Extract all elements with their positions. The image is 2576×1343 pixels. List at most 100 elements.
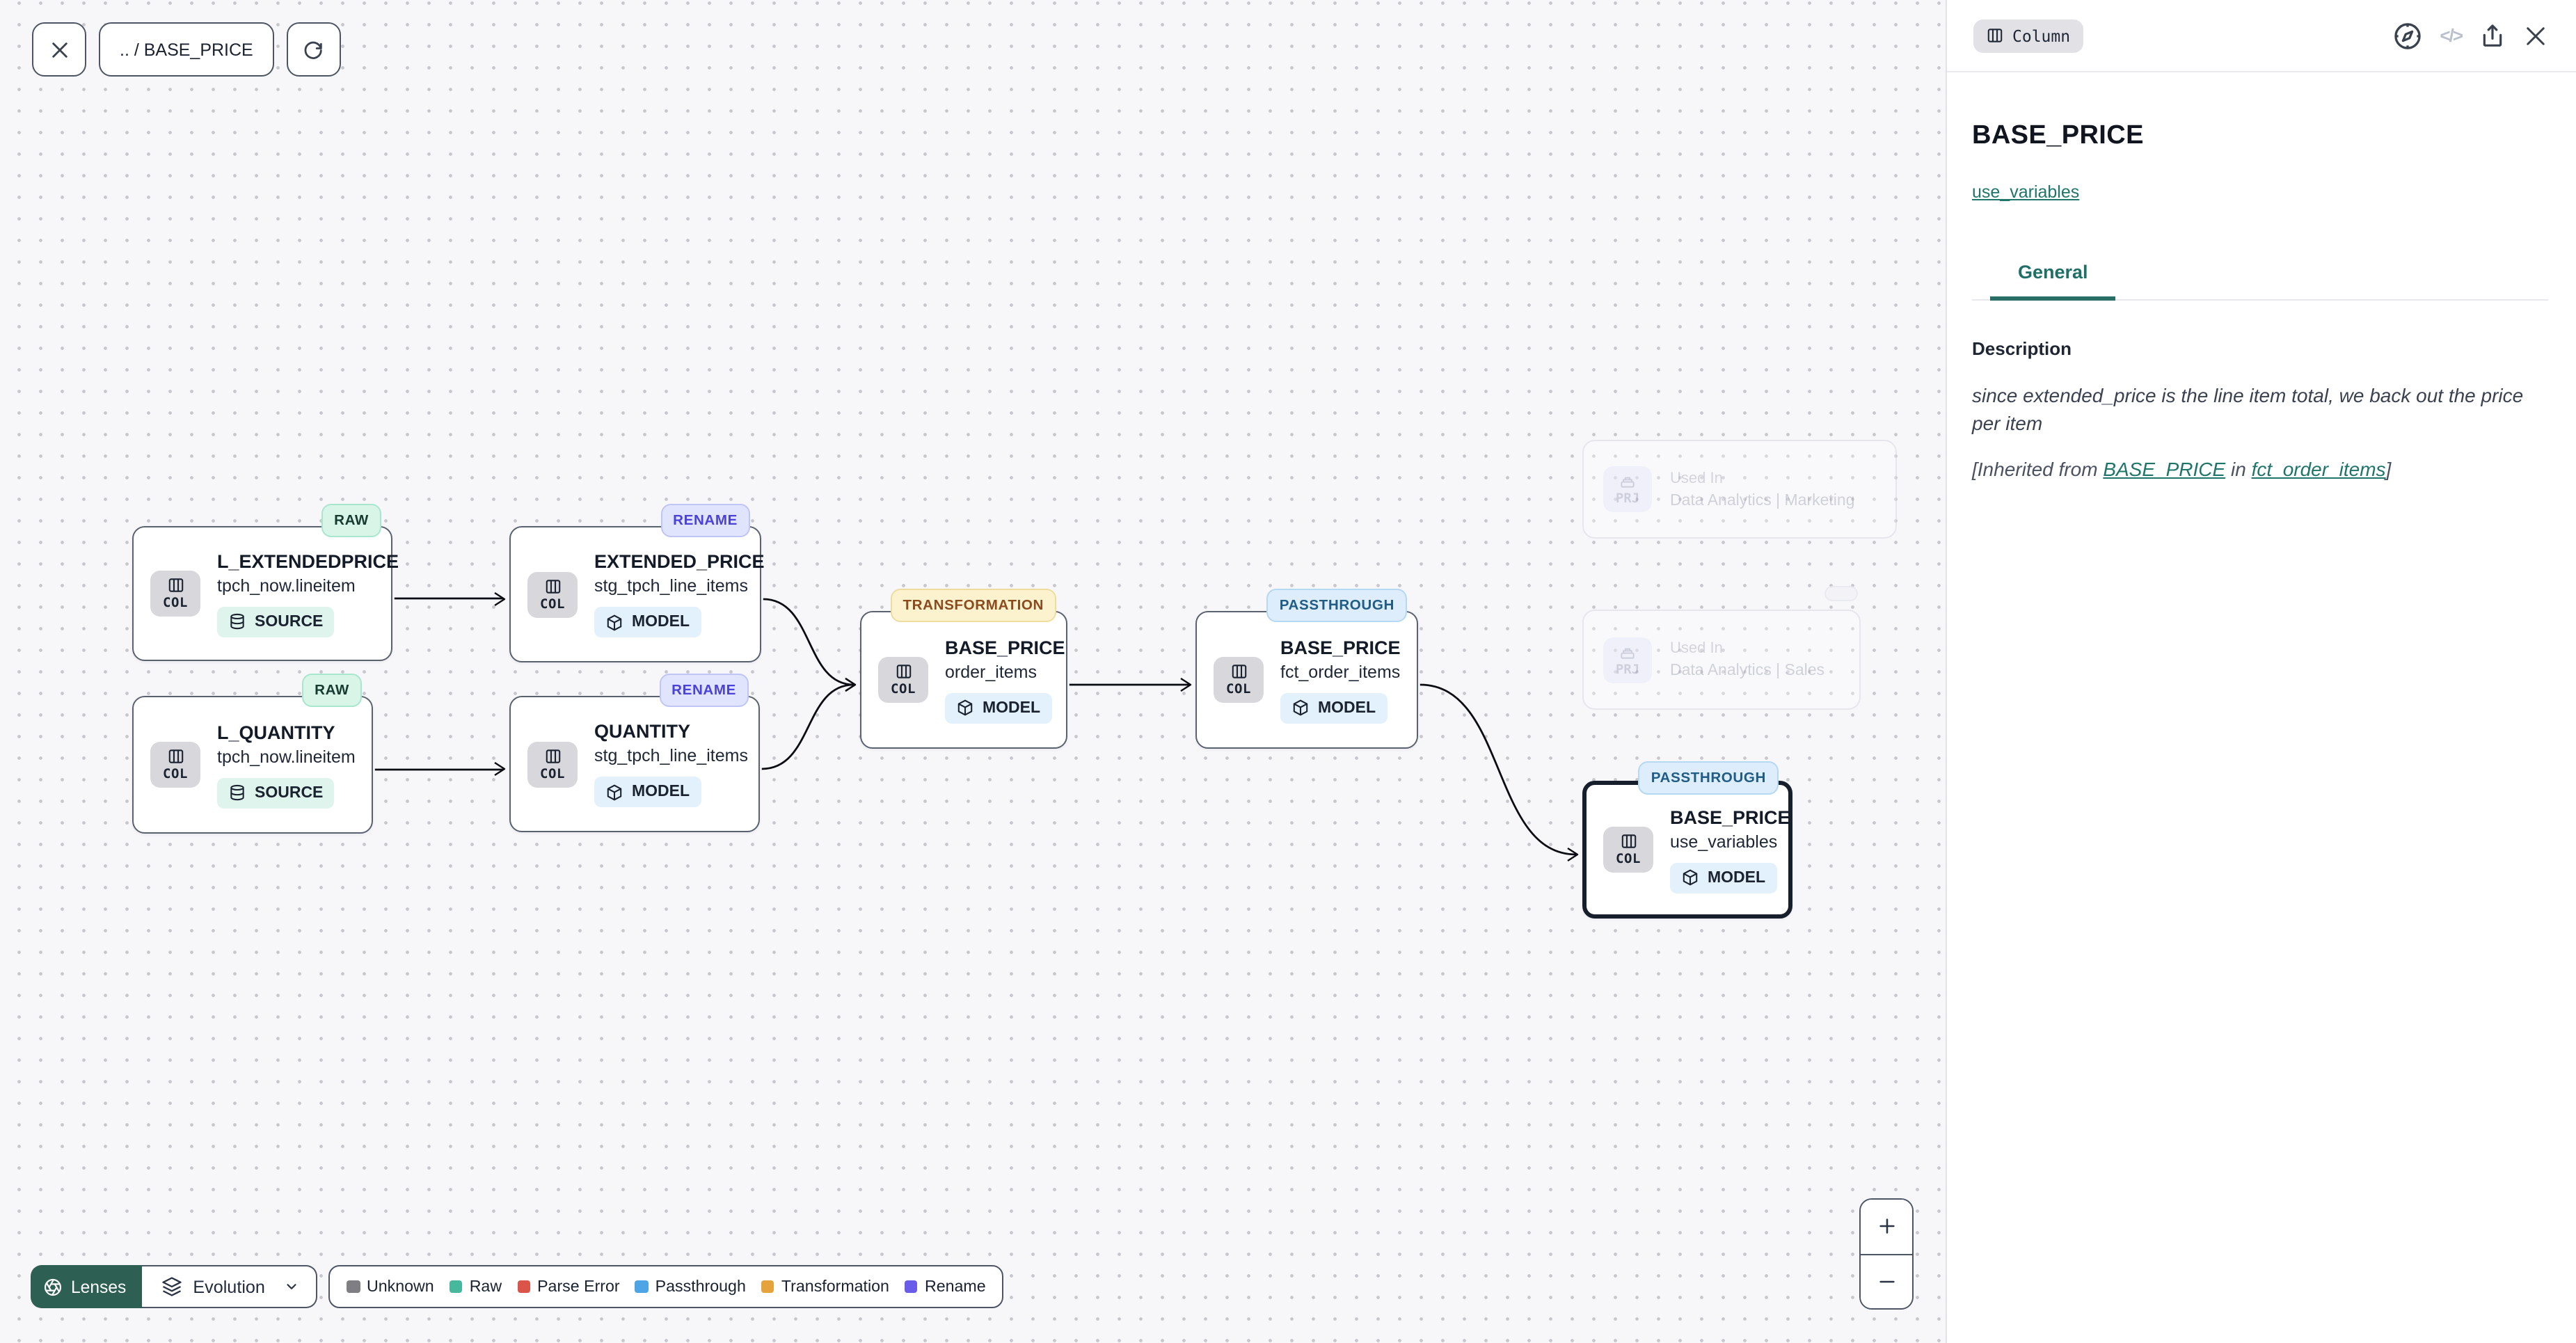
panel-tabs: General — [1972, 261, 2548, 301]
legend-item-rename: Rename — [904, 1278, 986, 1296]
model-link[interactable]: use_variables — [1972, 182, 2080, 202]
entity-type-badge: Column — [1973, 19, 2083, 52]
legend-label: Parse Error — [537, 1278, 620, 1296]
x-icon — [51, 42, 67, 57]
lineage-edge — [761, 683, 854, 770]
node-subtitle: stg_tpch_line_items — [594, 746, 748, 765]
node-type-badge: MODEL — [594, 607, 701, 637]
panel-actions: </> — [2392, 20, 2548, 51]
inherited-suffix: ] — [2385, 458, 2392, 481]
lineage-tag: RENAME — [659, 674, 749, 707]
legend-swatch — [635, 1280, 649, 1294]
edge-arrowhead — [845, 677, 857, 692]
entity-type-label: Column — [2012, 26, 2071, 45]
close-panel-button[interactable] — [2523, 23, 2548, 48]
used-in-label: Used In — [1670, 470, 1723, 486]
legend-item-raw: Raw — [449, 1278, 502, 1296]
legend-label: Transformation — [781, 1278, 889, 1296]
columns-icon — [545, 749, 560, 763]
lens-controls: Lenses Evolution — [31, 1265, 318, 1308]
columns-icon — [168, 578, 183, 592]
detail-panel: Column </> — [1946, 0, 2576, 1343]
column-kind-badge: COL — [1603, 827, 1653, 873]
lenses-button[interactable]: Lenses — [31, 1265, 142, 1308]
columns-icon — [1621, 834, 1636, 848]
database-icon — [230, 784, 244, 801]
description-label: Description — [1972, 338, 2072, 360]
column-kind-badge: COL — [150, 571, 200, 617]
legend-label: Unknown — [367, 1278, 434, 1296]
inherited-prefix: [Inherited from — [1972, 458, 2104, 481]
node-type-label: MODEL — [632, 614, 690, 630]
compass-button[interactable] — [2392, 20, 2423, 51]
node-type-label: MODEL — [1708, 869, 1766, 886]
legend-item-transformation: Transformation — [761, 1278, 889, 1296]
lineage-tag: RAW — [302, 674, 362, 707]
share-button[interactable] — [2479, 22, 2506, 49]
lens-mode-dropdown[interactable]: Evolution — [141, 1265, 318, 1308]
edge-arrowhead — [494, 761, 506, 777]
columns-icon — [168, 749, 183, 763]
projects-icon — [1621, 477, 1635, 488]
refresh-icon — [305, 40, 323, 58]
tab-general[interactable]: General — [1990, 262, 2116, 301]
node-title: BASE_PRICE — [945, 637, 1065, 658]
chevron-down-icon — [287, 1284, 297, 1289]
node-type-badge: MODEL — [945, 692, 1052, 723]
node-type-label: MODEL — [632, 784, 690, 800]
legend-swatch — [449, 1280, 463, 1294]
kind-label: COL — [162, 596, 189, 611]
node-type-label: MODEL — [983, 699, 1041, 716]
zoom-out-button[interactable] — [1861, 1253, 1912, 1308]
layers-icon — [161, 1277, 181, 1296]
projects-icon — [1621, 647, 1635, 658]
inherited-model-link[interactable]: fct_order_items — [2251, 458, 2386, 481]
code-button[interactable]: </> — [2440, 25, 2463, 46]
lineage-edge — [1420, 683, 1577, 856]
breadcrumb[interactable]: .. / BASE_PRICE — [99, 22, 274, 77]
database-icon — [230, 613, 244, 630]
node-subtitle: order_items — [945, 662, 1037, 681]
refresh-button[interactable] — [286, 22, 341, 77]
kind-label: COL — [162, 767, 189, 782]
cube-icon — [1293, 699, 1308, 716]
lens-mode-label: Evolution — [193, 1277, 265, 1296]
aperture-icon — [44, 1278, 62, 1296]
panel-body: BASE_PRICE use_variables General Descrip… — [1947, 72, 2576, 480]
compass-icon — [2394, 22, 2422, 49]
legend-label: Rename — [924, 1278, 986, 1296]
node-title: L_EXTENDEDPRICE — [217, 550, 399, 571]
node-title: BASE_PRICE — [1670, 806, 1790, 827]
share-icon — [2483, 24, 2502, 46]
legend-item-unknown: Unknown — [347, 1278, 434, 1296]
kind-label: COL — [1225, 682, 1252, 697]
zoom-in-button[interactable] — [1861, 1200, 1912, 1253]
column-kind-badge: COL — [878, 657, 928, 703]
node-type-badge: SOURCE — [217, 606, 335, 637]
lineage-edge — [763, 598, 854, 686]
close-lineage-button[interactable] — [32, 22, 86, 77]
column-kind-badge: COL — [527, 741, 578, 787]
cube-icon — [957, 699, 973, 716]
node-type-label: SOURCE — [255, 613, 324, 630]
used-in-label: Used In — [1670, 640, 1723, 657]
plus-icon — [1879, 1218, 1894, 1234]
lenses-label: Lenses — [71, 1277, 127, 1296]
description-text: since extended_price is the line item to… — [1972, 384, 2524, 435]
node-type-label: SOURCE — [255, 784, 324, 801]
inherited-column-link[interactable]: BASE_PRICE — [2103, 458, 2226, 481]
